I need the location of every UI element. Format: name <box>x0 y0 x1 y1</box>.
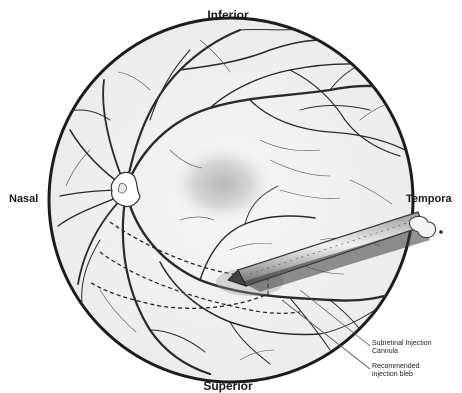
callout-bleb: Recommended injection bleb <box>372 363 420 378</box>
callout-bleb-line1: Recommended <box>372 363 420 370</box>
callout-cannula: Subretinal Injection Cannula <box>372 340 432 355</box>
callout-cannula-line2: Cannula <box>372 348 398 355</box>
label-nasal: Nasal <box>9 193 38 205</box>
label-tempora: Tempora <box>406 193 453 205</box>
label-inferior: Inferior <box>207 8 249 22</box>
callout-bleb-line2: injection bleb <box>372 371 413 378</box>
macula <box>170 144 274 224</box>
callout-cannula-line1: Subretinal Injection <box>372 340 432 347</box>
label-superior: Superior <box>203 379 253 393</box>
